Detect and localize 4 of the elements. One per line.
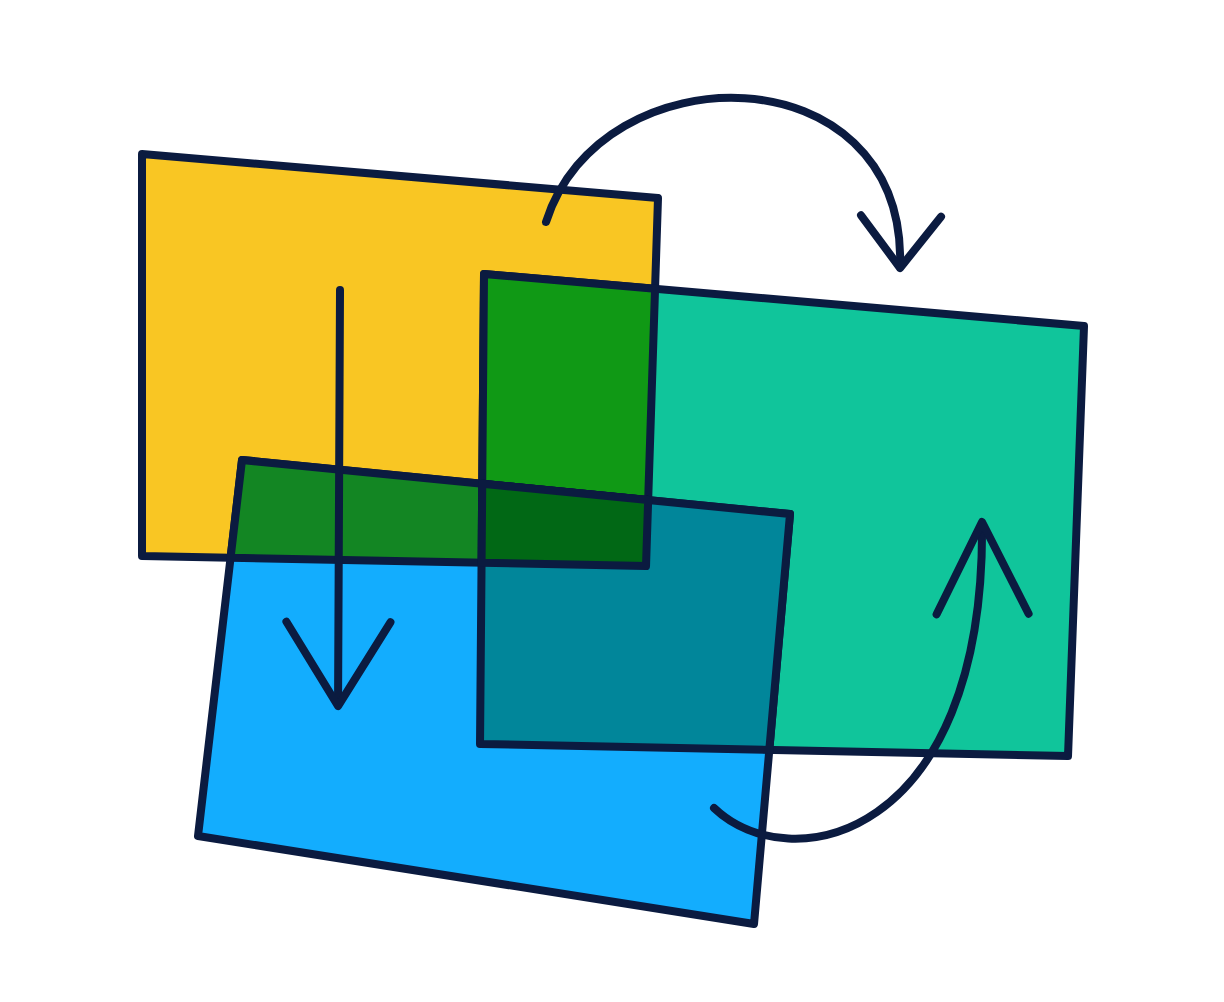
arrow <box>542 94 945 272</box>
arrow <box>710 518 1033 843</box>
box <box>194 456 794 928</box>
arrow <box>282 286 395 710</box>
